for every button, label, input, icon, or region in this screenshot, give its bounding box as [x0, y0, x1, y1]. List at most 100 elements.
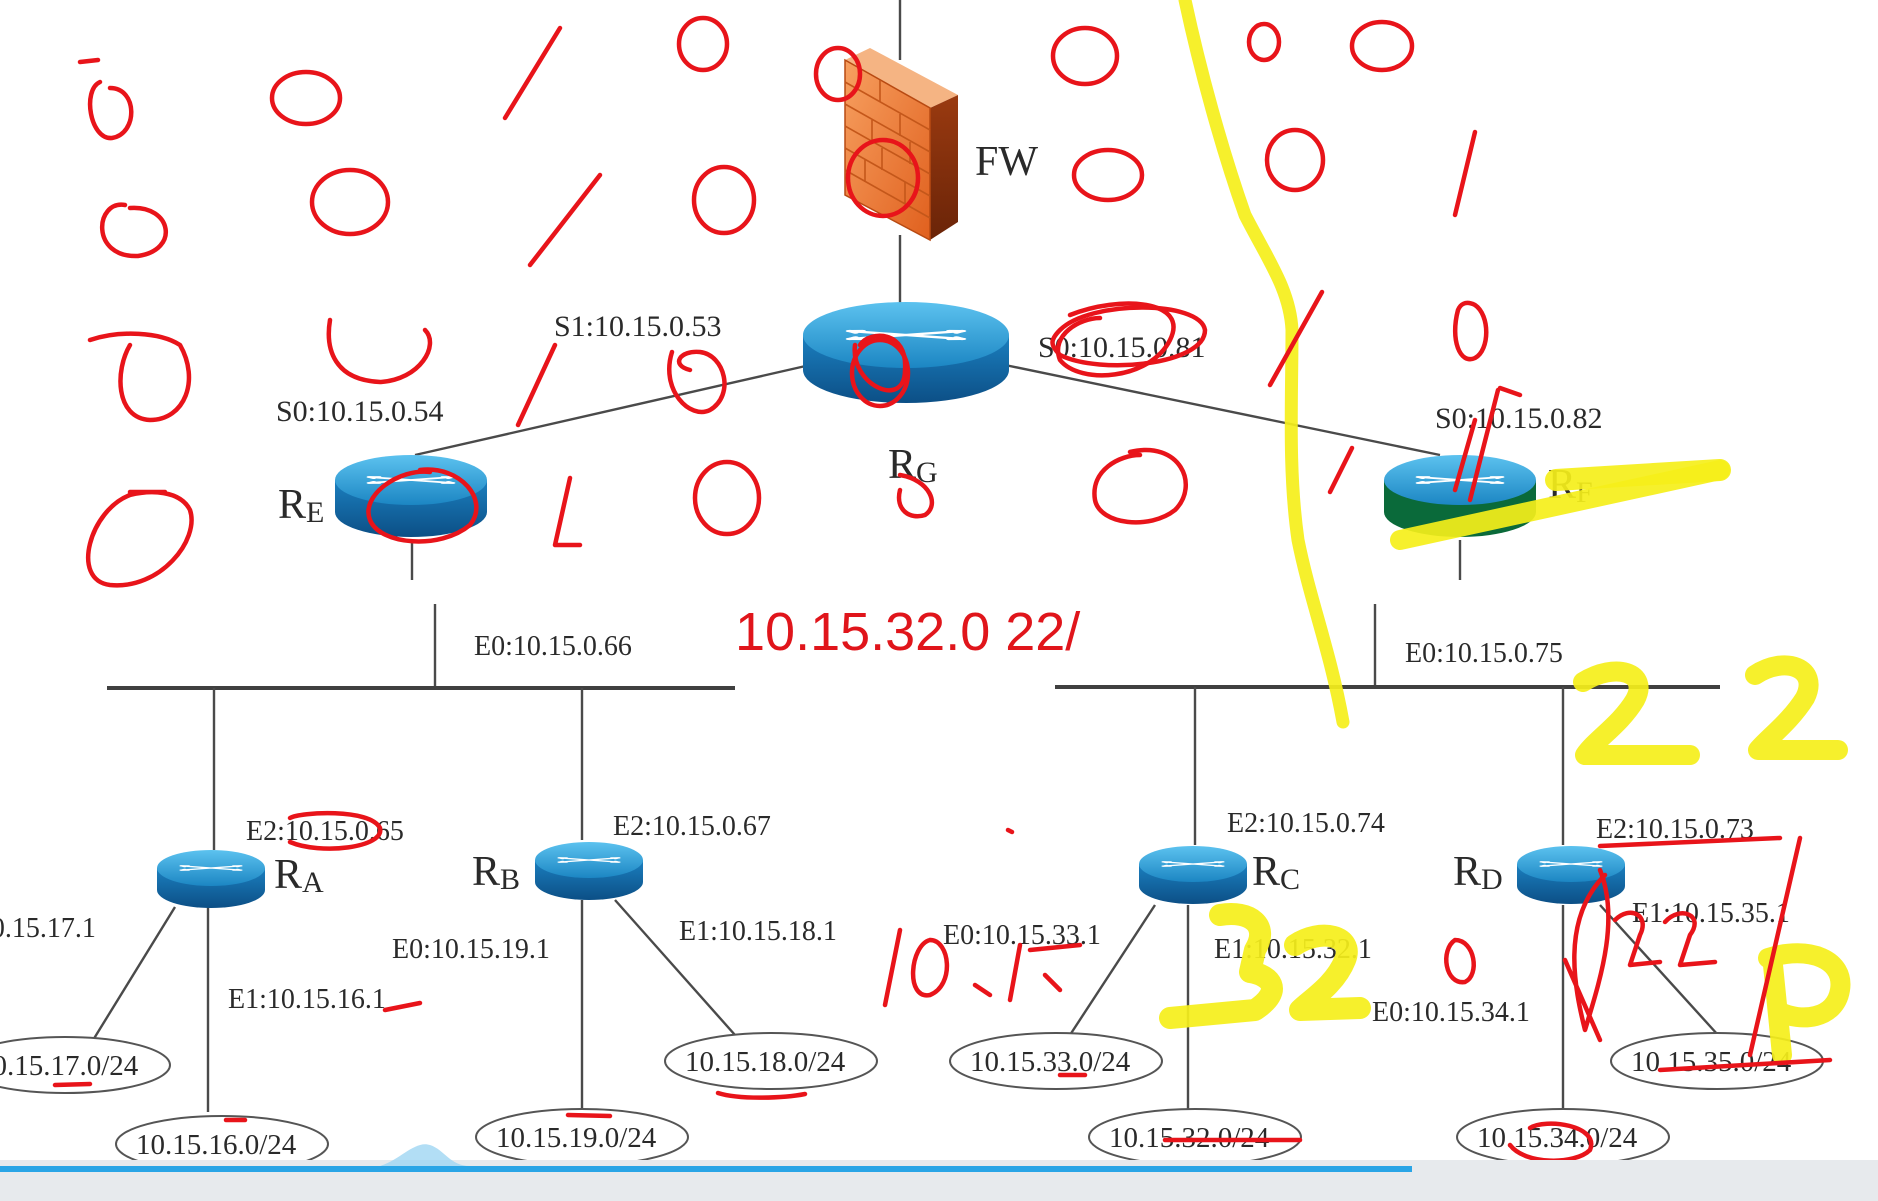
yellow-22-second-two: [1745, 655, 1848, 760]
rd-e2-underline: [1597, 835, 1783, 849]
binary-r4-c3: [552, 475, 583, 548]
re-s0-label: S0:10.15.0.54: [276, 395, 444, 428]
rc-e2-label: E2:10.15.0.74: [1227, 808, 1385, 839]
summary-annotation: 10.15.32.0 22/: [735, 602, 1080, 662]
router-rg-name: RG: [888, 442, 938, 489]
binary-r4-c1: [85, 489, 194, 588]
binary-r2-c7: [1264, 127, 1326, 193]
firewall: FW: [844, 48, 1038, 242]
ra-e2-label: E2:10.15.0.65: [246, 816, 404, 847]
subnet-10-15-17: 10.15.17.0/24: [0, 1036, 171, 1094]
firewall-side: [930, 95, 958, 240]
binary-r1-c5: [813, 45, 863, 103]
subnet-10-15-16: 10.15.16.0/24: [115, 1115, 329, 1173]
subnet-10-15-33: 10.15.33.0/24: [949, 1032, 1163, 1090]
rb-e0-label: E0:10.15.19.1: [392, 934, 550, 965]
rd-e1-label: E1:10.15.35.1: [1632, 898, 1790, 929]
ra-e2-circle-mark: [287, 810, 383, 851]
rb-e2-label: E2:10.15.0.67: [613, 811, 771, 842]
net-18-underline: [715, 1090, 808, 1100]
rd-e0-label: E0:10.15.34.1: [1372, 997, 1530, 1028]
rg-to-re-wire: [414, 363, 811, 457]
rb-e1-label: E1:10.15.18.1: [679, 916, 837, 947]
binary-r3-c4: [667, 349, 727, 415]
binary-r4-c6: [1092, 447, 1188, 525]
router-rd-name: RD: [1453, 849, 1503, 896]
rd-slash-mark: [1747, 835, 1803, 1058]
router-ra-name: RA: [274, 852, 324, 899]
rb-e1-wire: [614, 899, 736, 1036]
ra-e1-tick-mark: [382, 1000, 423, 1013]
ra-e0-label: E0:10.15.17.1: [0, 913, 96, 944]
rg-s1-label: S1:10.15.0.53: [554, 310, 722, 343]
binary-r1-c2: [269, 69, 343, 127]
svg-text:10.15.33.0/24: 10.15.33.0/24: [970, 1046, 1131, 1078]
router-rd: [1517, 846, 1625, 904]
rg-to-rf-wire: [1004, 363, 1441, 457]
re-e0-label: E0:10.15.0.66: [474, 631, 632, 662]
rf-slash-mark: [1452, 417, 1478, 493]
binary-r2-c4: [691, 164, 757, 236]
handwritten-binary-notes: [52, 15, 1833, 1163]
binary-r1-c3: [502, 25, 563, 121]
binary-r1-c8: [1349, 19, 1415, 73]
binary-r4-c5: [896, 472, 935, 519]
binary-r3-c3: [515, 342, 558, 428]
video-progress[interactable]: [0, 1144, 1878, 1201]
router-rc: [1139, 846, 1247, 904]
binary-r2-c5: [845, 137, 921, 219]
binary-r3-c8: [1452, 300, 1489, 362]
rg-circle-mark: [852, 333, 908, 393]
yellow-32-three: [1159, 903, 1283, 1029]
binary-r3-c2: [326, 317, 433, 385]
links: [88, 0, 1720, 1112]
yellow-p-mark: [1758, 943, 1851, 1065]
router-rc-name: RC: [1252, 849, 1300, 896]
subnet-10-15-19: 10.15.19.0/24: [475, 1108, 689, 1166]
binary-r3-c1: [87, 331, 192, 423]
net-19-underline: [565, 1112, 613, 1119]
progress-fill: [0, 1166, 1412, 1172]
binary-r1-c4: [676, 15, 730, 73]
svg-text:10.15.19.0/24: 10.15.19.0/24: [496, 1122, 657, 1154]
interface-labels: S1:10.15.0.53 S0:10.15.0.81 S0:10.15.0.5…: [0, 310, 1790, 1028]
rc-e0-wire: [1066, 904, 1157, 1039]
binary-r3-c6: [1055, 301, 1176, 378]
rc-handwritten-dot: [1005, 827, 1015, 835]
subnet-10-15-32: 10.15.32.0/24: [1088, 1108, 1302, 1166]
binary-r1-c6: [1050, 25, 1120, 87]
rf-s0-label: S0:10.15.0.82: [1435, 402, 1603, 435]
rd-e1-wire: [1599, 904, 1719, 1036]
svg-text:10.15.16.0/24: 10.15.16.0/24: [136, 1129, 297, 1161]
binary-r3-c5: [849, 337, 911, 409]
router-ra: [157, 850, 265, 908]
rd-scribble-mark: [1562, 867, 1611, 1043]
binary-r2-c8: [1452, 129, 1478, 218]
firewall-label: FW: [975, 139, 1038, 185]
binary-r4-c4: [692, 459, 762, 537]
svg-text:10.15.18.0/24: 10.15.18.0/24: [685, 1046, 846, 1078]
router-re: [335, 455, 487, 537]
subnet-10-15-18: 10.15.18.0/24: [664, 1032, 878, 1090]
binary-r3-c7: [1267, 289, 1325, 388]
router-rb: [535, 842, 643, 900]
yellow-rf-bar: [1545, 459, 1731, 491]
router-rb-name: RB: [472, 849, 520, 896]
yellow-highlights: [1159, 0, 1851, 1065]
router-re-name: RE: [278, 482, 324, 529]
rf-e0-label: E0:10.15.0.75: [1405, 638, 1563, 669]
binary-r2-c1: [100, 202, 168, 259]
binary-r2-c6: [1071, 147, 1145, 203]
rd-22-mark: [1612, 910, 1718, 968]
net-17-underline: [52, 1081, 93, 1088]
yellow-divider-stroke: [1178, 0, 1350, 729]
net-34-circle-mark: [1507, 1121, 1594, 1163]
rc-handwritten-10-15: [882, 927, 1083, 1008]
binary-r2-c3: [527, 172, 603, 268]
ra-e1-label: E1:10.15.16.1: [228, 984, 386, 1015]
binary-r1-c1: [77, 57, 134, 141]
binary-r4-c2: [366, 467, 479, 544]
binary-r2-c2: [309, 167, 391, 237]
progress-waveform: [380, 1144, 470, 1166]
